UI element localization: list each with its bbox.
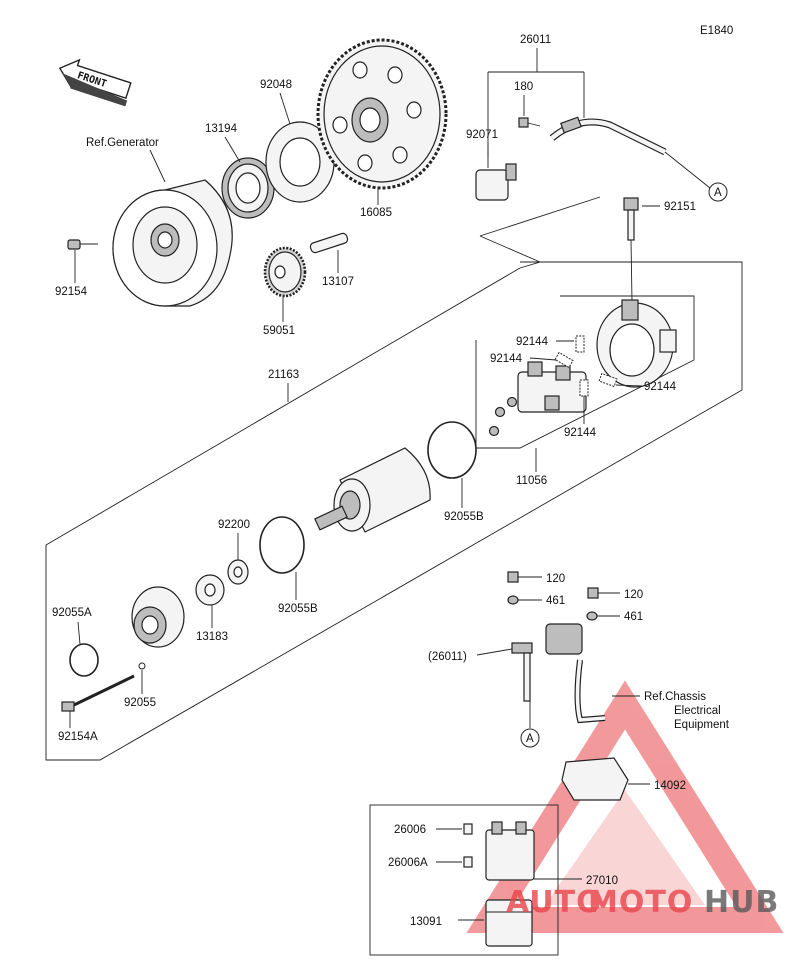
part-label-26011-ref: (26011) (428, 651, 467, 663)
o-ring-92055 (138, 662, 146, 670)
bolt-120-left (507, 571, 519, 583)
part-label-59051: 59051 (263, 325, 295, 337)
o-ring-92055b-right (427, 421, 477, 479)
end-cover (596, 299, 677, 388)
connector-92071 (475, 163, 517, 201)
part-label-11056: 11056 (516, 475, 547, 487)
one-way-clutch-13194 (221, 157, 275, 219)
watermark-logo (466, 680, 784, 933)
svg-text:HUB: HUB (704, 885, 779, 920)
assembly-outline-21163 (45, 261, 743, 761)
fuse-26006 (463, 823, 473, 835)
part-label-26011: 26011 (520, 34, 551, 46)
part-label-21163: 21163 (268, 369, 299, 381)
part-label-92144-d: 92144 (564, 427, 597, 439)
bolt-92151 (623, 197, 639, 241)
starter-cable (549, 116, 667, 156)
washer-461-right (586, 611, 598, 621)
part-label-92071: 92071 (466, 129, 498, 141)
screws-brush-holder (488, 396, 518, 437)
svg-text:A: A (526, 733, 534, 745)
part-label-461-left: 461 (546, 595, 565, 607)
part-label-120-left: 120 (546, 573, 565, 585)
part-label-14092: 14092 (654, 780, 686, 792)
svg-text:A: A (714, 187, 722, 199)
washer-461-left (507, 595, 519, 605)
washer-13183 (195, 574, 225, 606)
fuse-26006a (463, 856, 473, 868)
part-label-92144-b: 92144 (490, 353, 523, 365)
svg-text:MOTO: MOTO (588, 885, 693, 920)
part-label-92055b-left: 92055B (278, 603, 318, 615)
marker-a-top (708, 182, 728, 202)
svg-text:AUTO: AUTO (506, 885, 603, 920)
watermark-text: AUTO MOTO HUB (506, 885, 779, 920)
idle-gear-59051 (263, 246, 307, 298)
front-arrow-icon: FRONT (58, 58, 132, 107)
part-label-120-right: 120 (624, 589, 643, 601)
part-label-26006: 26006 (394, 824, 426, 836)
part-label-92154: 92154 (55, 286, 88, 298)
bolt-92154 (67, 239, 98, 250)
bolt-92154a (61, 674, 135, 712)
part-label-13194: 13194 (205, 123, 238, 135)
part-label-26006a: 26006A (388, 857, 428, 869)
part-label-92048: 92048 (260, 79, 292, 91)
bolt-120-right (587, 587, 599, 599)
relay-case-13091 (485, 899, 533, 947)
relay-cover-14092 (561, 757, 629, 801)
part-label-92151: 92151 (664, 201, 696, 213)
starter-cable-end (511, 642, 533, 702)
part-label-13183: 13183 (196, 631, 228, 643)
battery-cable (545, 623, 606, 724)
marker-a-bottom (520, 728, 540, 748)
part-label-27010: 27010 (586, 875, 618, 887)
brush-holder (517, 361, 587, 413)
ref-chassis-label-2: Electrical (674, 705, 721, 717)
part-label-13091: 13091 (410, 916, 442, 928)
o-ring-92055a (69, 643, 99, 677)
ref-generator-label: Ref.Generator (86, 137, 159, 149)
part-label-92055b-right: 92055B (444, 511, 484, 523)
ref-chassis-label-1: Ref.Chassis (644, 691, 706, 703)
starter-motor-yoke (314, 447, 431, 533)
front-cover (131, 586, 185, 648)
spring-92144-a (575, 335, 585, 353)
part-label-92144-a: 92144 (516, 336, 549, 348)
part-label-13107: 13107 (322, 276, 354, 288)
assembly-outline-11056 (475, 295, 695, 449)
spring-92144-c (598, 372, 618, 388)
part-label-461-right: 461 (624, 611, 643, 623)
spring-92144-d (579, 379, 589, 397)
relay-box-outline (369, 804, 559, 956)
diagram-id: E1840 (700, 25, 733, 37)
part-label-92055: 92055 (124, 697, 156, 709)
generator-flywheel (112, 179, 233, 307)
spring-92144-b (554, 351, 574, 369)
starter-relay-27010 (485, 821, 535, 881)
part-label-92154a: 92154A (58, 731, 98, 743)
washer-92200 (227, 559, 249, 585)
part-label-92055a: 92055A (52, 607, 92, 619)
part-label-92200: 92200 (218, 519, 250, 531)
starter-gear-16085 (316, 38, 448, 190)
bolt-180 (518, 117, 541, 128)
part-label-16085: 16085 (360, 207, 392, 219)
part-label-92144-c: 92144 (644, 381, 677, 393)
shaft-13107 (309, 232, 349, 254)
plate-92048 (265, 121, 335, 203)
part-label-180: 180 (514, 81, 533, 93)
o-ring-92055b-left (259, 516, 305, 574)
ref-chassis-label-3: Equipment (674, 719, 730, 731)
